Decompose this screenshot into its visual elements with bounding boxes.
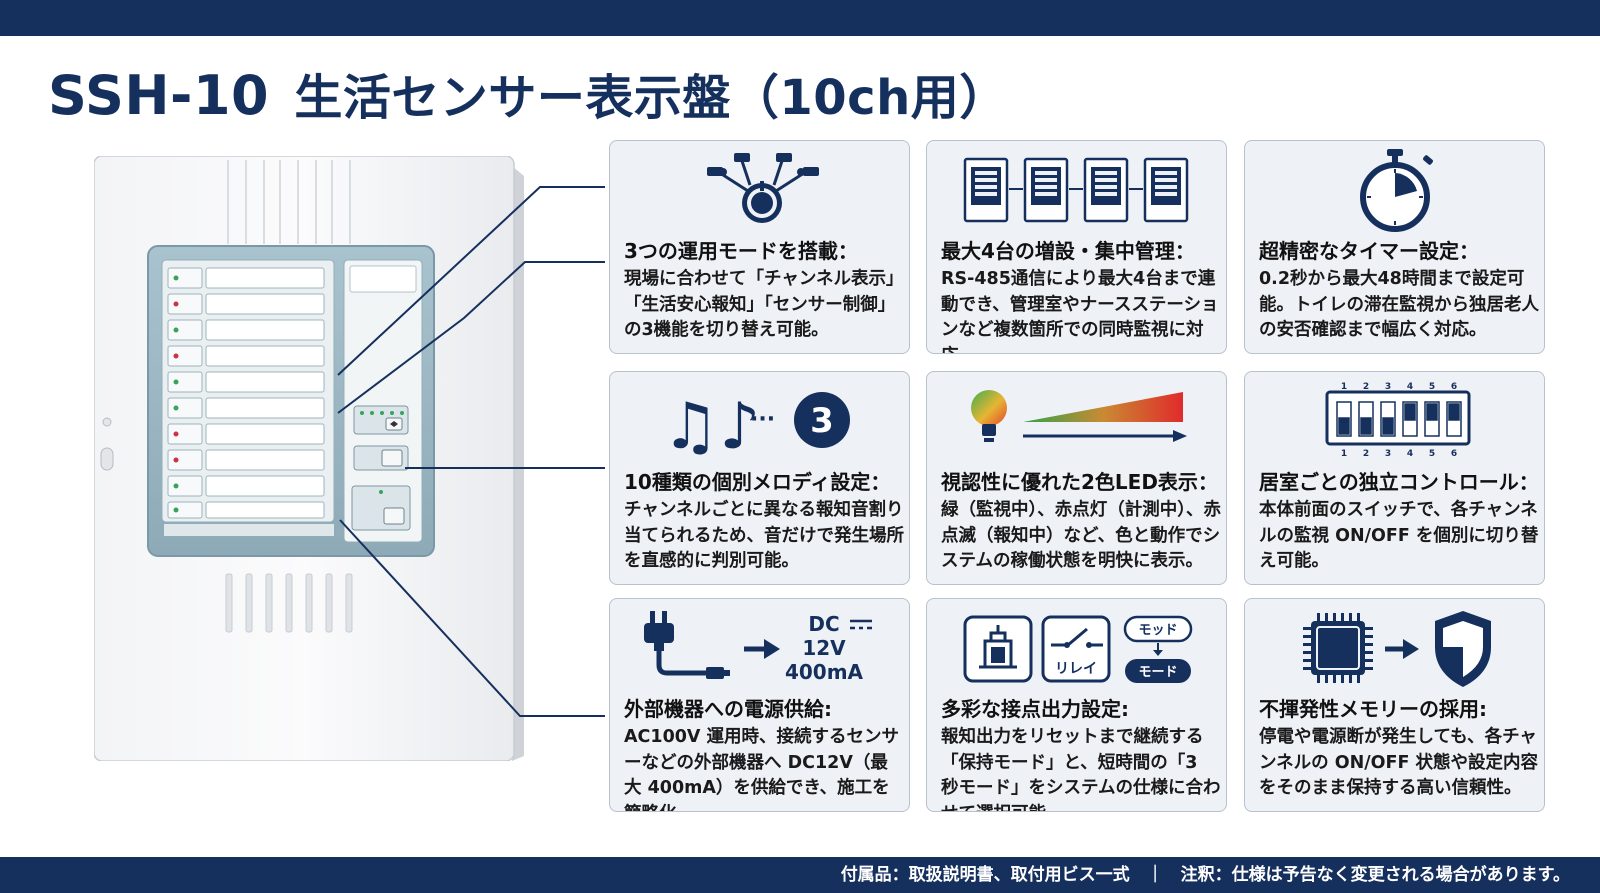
feature-card-nonvolatile-memory: 不揮発性メモリーの採用: 停電や電源断が発生しても、各チャンネルの ON/OFF… (1244, 598, 1545, 812)
feature-card-melody: ♫♪ ··· 3 10種類の個別メロディ設定： チャンネルごとに異なる報知音割り… (609, 371, 910, 585)
card-body: 停電や電源断が発生しても、各チャンネルの ON/OFF 状態や設定内容をそのまま… (1259, 727, 1539, 798)
switch-number-top: 4 (1407, 382, 1413, 392)
switch-number-top: 1 (1341, 382, 1347, 392)
feature-card-channel-control: 1 2 3 4 5 6 1 2 3 4 5 6 居室ごとの独立コントロール： 本… (1244, 371, 1545, 585)
switch-number-top: 5 (1429, 382, 1435, 392)
feature-card-power-supply: DC 12V 400mA 外部機器への電源供給: AC100V 運用時、接続する… (609, 598, 910, 812)
dip-switch-icon: 1 2 3 4 5 6 1 2 3 4 5 6 (1325, 382, 1471, 459)
led-bulb-icon (971, 390, 1187, 442)
switch-number-bottom: 1 (1341, 449, 1347, 459)
melody-badge: 3 (810, 401, 834, 441)
card-body: RS-485通信により最大4台まで連動でき、管理室やナースステーションなど複数箇… (941, 269, 1219, 353)
card-body: 報知出力をリセットまで継続する「保持モード」と、短時間の「3 秒モード」をシステ… (941, 727, 1221, 811)
footer-note: 付属品：取扱説明書、取付用ビス一式 ｜ 注釈：仕様は予告なく変更される場合があり… (0, 857, 1600, 893)
feature-card-timer: 超精密なタイマー設定： 0.2秒から最大48時間まで設定可能。トイレの滞在監視か… (1244, 140, 1545, 354)
card-body: 0.2秒から最大48時間まで設定可能。トイレの滞在監視から独居老人の安否確認まで… (1259, 269, 1539, 340)
card-title: 多彩な接点出力設定: (941, 697, 1129, 721)
card-title: 居室ごとの独立コントロール： (1259, 470, 1539, 494)
svg-text:♫♪: ♫♪ (662, 390, 760, 464)
feature-card-led: 視認性に優れた2色LED表示： 緑（監視中）、赤点灯（計測中）、赤点滅（報知中）… (926, 371, 1227, 585)
spec-current: 400mA (785, 660, 864, 684)
card-title: 視認性に優れた2色LED表示： (941, 470, 1218, 494)
card-title: 3つの運用モードを搭載： (624, 239, 858, 263)
relay-label: リレイ (1055, 661, 1097, 677)
card-body: 本体前面のスイッチで、各チャンネルの監視 ON/OFF を個別に切り替え可能。 (1259, 500, 1539, 571)
card-title: 超精密なタイマー設定： (1259, 239, 1479, 263)
top-banner (0, 0, 1600, 36)
card-body: チャンネルごとに異なる報知音割り当てられるため、音だけで発生場所を直感的に判別可… (624, 500, 904, 571)
mode-bottom-label: モード (1138, 665, 1177, 680)
relay-contact-icon: リレイ モッド モード (963, 615, 1193, 683)
switch-number-bottom: 2 (1363, 449, 1369, 459)
memory-shield-icon (1303, 611, 1491, 687)
card-body: 現場に合わせて「チャンネル表示」「生活安心報知」「センサー制御」の3機能を切り替… (624, 269, 904, 340)
product-title: 生活センサー表示盤（10ch用） (294, 70, 1008, 126)
mode-top-label: モッド (1138, 623, 1177, 638)
device-panel-illustration (94, 156, 524, 761)
card-title: 不揮発性メモリーの採用: (1259, 697, 1487, 721)
spec-voltage: 12V (802, 636, 846, 660)
card-title: 外部機器への電源供給: (624, 697, 832, 721)
feature-card-multi-unit: 最大4台の増設・集中管理： RS-485通信により最大4台まで連動でき、管理室や… (926, 140, 1227, 354)
model-name: SSH-10 (48, 64, 270, 127)
switch-number-bottom: 3 (1385, 449, 1391, 459)
card-title: 最大4台の増設・集中管理： (941, 239, 1195, 263)
music-notes-icon: ♫♪ ··· 3 (662, 390, 850, 464)
card-title: 10種類の個別メロディ設定： (624, 470, 891, 494)
card-body: AC100V 運用時、接続するセンサーなどの外部機器へ DC12V（最大 400… (624, 727, 900, 811)
stopwatch-icon (1360, 149, 1433, 232)
switch-number-top: 2 (1363, 382, 1369, 392)
feature-card-contact-output: リレイ モッド モード 多彩な接点出力設定: 報知出力をリセットまで継続する「保… (926, 598, 1227, 812)
switch-number-bottom: 4 (1407, 449, 1413, 459)
page-title: SSH-10 生活センサー表示盤（10ch用） (48, 58, 1008, 128)
card-body: 緑（監視中）、赤点灯（計測中）、赤点滅（報知中）など、色と動作でシステムの稼働状… (941, 500, 1221, 571)
switch-number-bottom: 6 (1451, 449, 1457, 459)
feature-card-operation-modes: 3つの運用モードを搭載： 現場に合わせて「チャンネル表示」「生活安心報知」「セン… (609, 140, 910, 354)
linked-panels-icon (963, 157, 1189, 223)
switch-number-top: 6 (1451, 382, 1457, 392)
power-plug-icon: DC 12V 400mA (644, 611, 872, 684)
switch-number-top: 3 (1385, 382, 1391, 392)
switch-number-bottom: 5 (1429, 449, 1435, 459)
svg-text:···: ··· (750, 407, 775, 432)
spec-dc: DC (808, 612, 839, 636)
mode-dial-icon (707, 153, 819, 223)
